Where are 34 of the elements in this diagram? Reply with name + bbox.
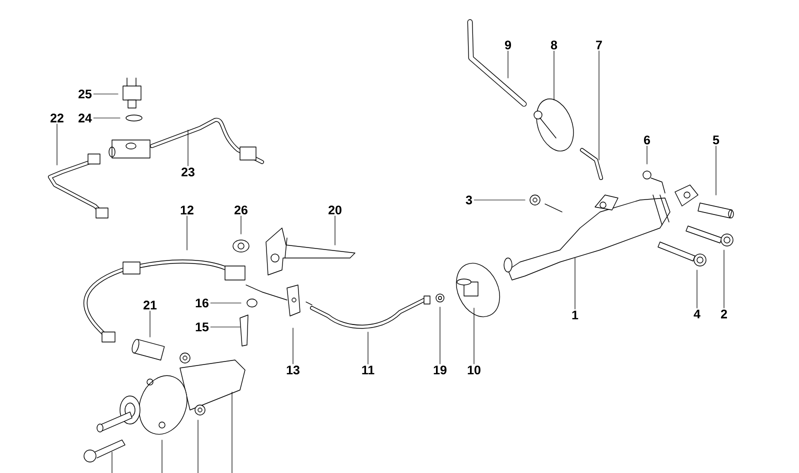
callout-number: 2: [720, 310, 727, 318]
callout-number: 21: [144, 300, 157, 310]
leader-line: [292, 328, 294, 364]
callout-number: 5: [712, 136, 720, 144]
leader-line: [646, 146, 648, 164]
callout-number: 23: [182, 168, 194, 176]
callout-number: 10: [468, 366, 480, 374]
callout-number: 3: [466, 196, 472, 204]
callout-number: 25: [78, 90, 92, 98]
callout-number: 4: [694, 310, 700, 318]
callout-number: 20: [328, 206, 342, 214]
callout-number: 11: [362, 366, 374, 374]
callout-number: 22: [50, 114, 64, 122]
leader-line: [696, 270, 698, 308]
leader-line: [56, 124, 58, 166]
leader-line: [334, 216, 336, 246]
callout-number: 13: [286, 366, 300, 374]
callout-number: 9: [504, 40, 511, 50]
leader-line: [598, 50, 600, 160]
callout-number: 16: [196, 298, 208, 308]
callout-number: 24: [78, 114, 92, 122]
callout-number: 8: [550, 40, 558, 50]
leader-line: [210, 302, 242, 304]
callout-number: 12: [180, 206, 194, 214]
leader-line: [574, 258, 576, 310]
callout-number: 26: [234, 206, 248, 214]
callout-number: 19: [434, 366, 446, 374]
callout-number: 7: [596, 40, 602, 50]
callout-number: 1: [572, 310, 578, 320]
leader-line: [186, 216, 188, 250]
leader-line: [210, 326, 240, 328]
callout-number: 6: [644, 136, 650, 144]
callout-number: 15: [196, 322, 209, 332]
leader-line: [240, 216, 242, 234]
